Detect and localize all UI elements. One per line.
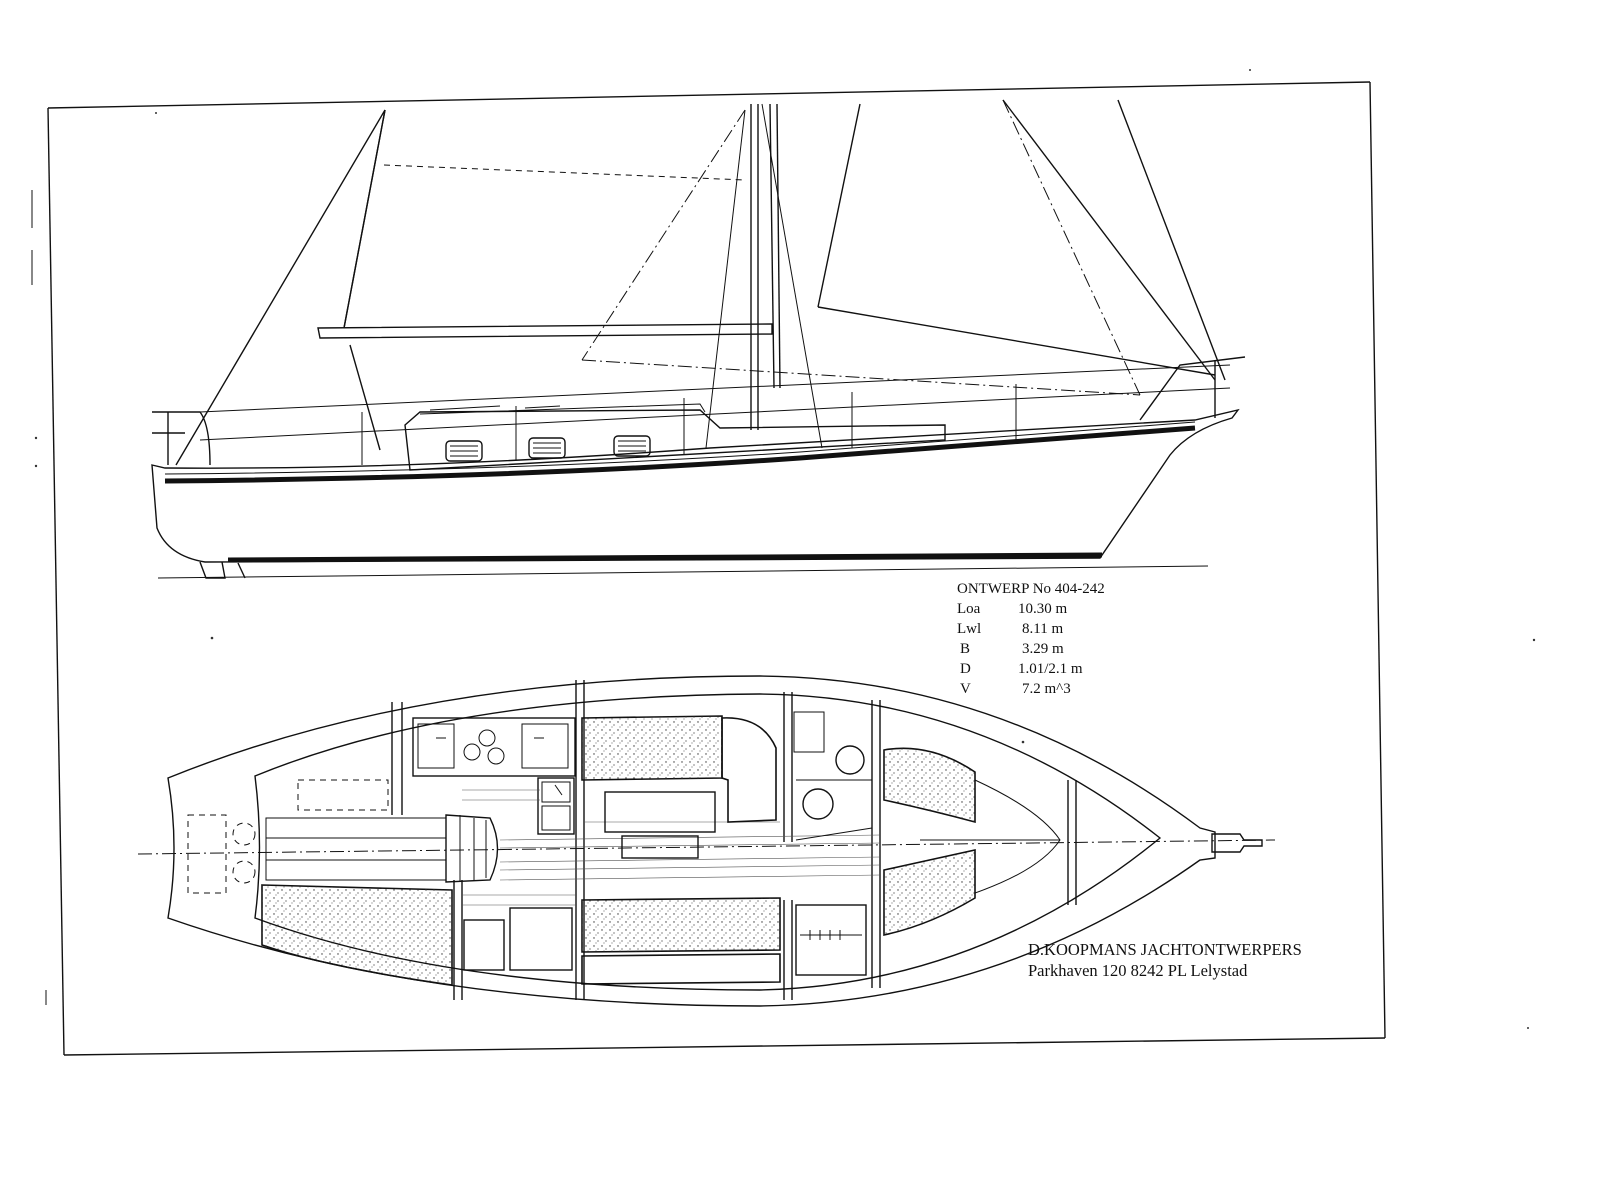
design-specs: ONTWERP No 404-242 Loa 10.30 m Lwl 8.11 …	[957, 581, 1105, 697]
spec-value: 10.30 m	[1018, 601, 1068, 617]
hull-profile	[151, 408, 1240, 579]
designer-block: D.KOOPMANS JACHTONTWERPERS Parkhaven 120…	[1028, 940, 1302, 980]
aft-cabin	[187, 779, 499, 894]
firm-address: Parkhaven 120 8242 PL Lelystad	[1028, 961, 1248, 980]
scan-marks	[31, 69, 1536, 1029]
lifelines	[152, 356, 1246, 466]
heads	[793, 711, 873, 841]
spec-label: V	[960, 681, 971, 697]
forepeak-berth	[883, 747, 1061, 936]
galley	[412, 717, 576, 835]
cabin-sole	[462, 789, 881, 906]
spec-value: 8.11 m	[1022, 621, 1063, 637]
spec-label: B	[960, 641, 970, 657]
spec-label: Loa	[957, 601, 981, 617]
main-mast	[705, 103, 823, 449]
saloon-settees	[581, 715, 781, 985]
spec-value: 3.29 m	[1022, 641, 1064, 657]
forestay	[1117, 99, 1226, 381]
genoa-outline	[581, 99, 1141, 396]
spec-label: D	[960, 661, 971, 677]
side-elevation	[151, 99, 1246, 579]
jib-sail	[817, 99, 1216, 381]
spec-label: Lwl	[957, 621, 981, 637]
design-title: ONTWERP No 404-242	[957, 581, 1105, 597]
drawing-border	[47, 81, 1386, 1056]
portlights	[445, 435, 651, 462]
spec-value: 1.01/2.1 m	[1018, 661, 1083, 677]
firm-name: D.KOOPMANS JACHTONTWERPERS	[1028, 940, 1302, 959]
spec-value: 7.2 m^3	[1022, 681, 1071, 697]
main-boom	[317, 109, 773, 451]
hanging-locker	[795, 904, 867, 976]
quarter-berth	[261, 884, 573, 986]
centerline	[137, 839, 1276, 855]
deck-plan	[137, 675, 1276, 1007]
hull-plan-outline	[167, 675, 1216, 1007]
coachroof	[404, 403, 946, 471]
